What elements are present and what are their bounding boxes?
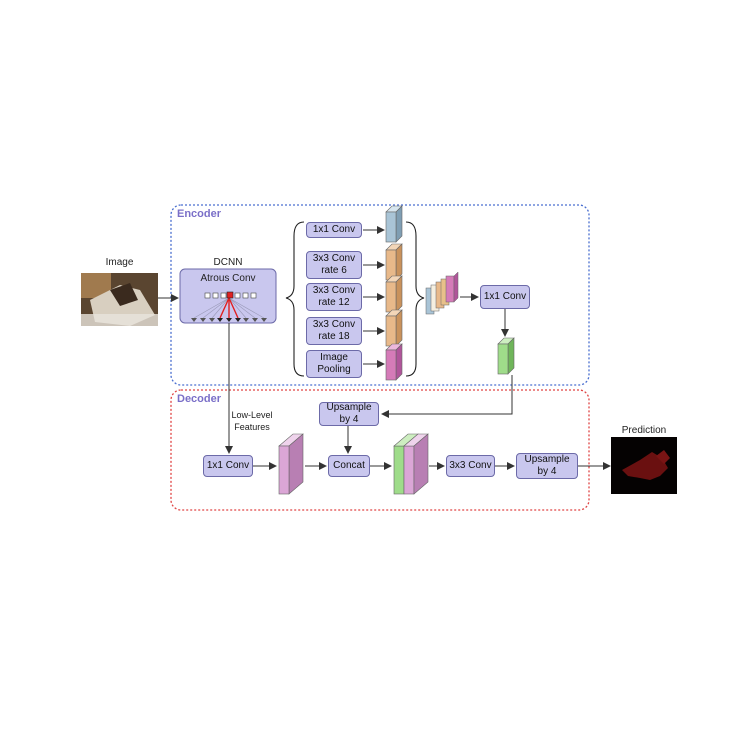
decoder-conv1x1-label: 1x1 Conv — [206, 460, 250, 471]
dcnn-label: DCNN — [213, 257, 243, 268]
input-image — [81, 273, 158, 326]
low-level-line2: Features — [234, 422, 270, 432]
decoder-conv1x1-box: 1x1 Conv — [203, 455, 253, 477]
arrow-encoder-to-upsample — [381, 375, 513, 418]
aspp-feature-orange-3 — [385, 309, 403, 347]
upsample1-line2: by 4 — [339, 414, 359, 425]
aspp-feature-magenta — [385, 343, 403, 381]
right-brace — [405, 221, 425, 377]
concat-label: Concat — [333, 460, 365, 471]
aspp-feature-orange-1 — [385, 243, 403, 281]
low-level-feature — [278, 433, 304, 495]
decoder-conv3x3-box: 3x3 Conv — [446, 455, 495, 477]
encoder-title: Encoder — [177, 208, 222, 220]
low-level-line1: Low-Level — [231, 410, 273, 420]
image-label: Image — [105, 257, 134, 268]
encoder-frame — [170, 204, 590, 386]
encoder-output-feature — [497, 337, 515, 375]
aspp-conv-rate12-line2: rate 12 — [318, 297, 350, 308]
aspp-conv1x1-box: 1x1 Conv — [306, 222, 362, 238]
decoder-conv3x3-label: 3x3 Conv — [449, 460, 492, 471]
aspp-feature-orange-2 — [385, 275, 403, 313]
decoder-frame — [170, 389, 590, 511]
aspp-conv-rate6-line2: rate 6 — [321, 265, 347, 276]
concat-box: Concat — [328, 455, 370, 477]
aspp-conv1x1-label: 1x1 Conv — [312, 224, 356, 235]
aspp-concat-stack — [425, 271, 459, 315]
upsample1-line1: Upsample — [326, 402, 372, 413]
prediction-image — [611, 437, 677, 494]
aspp-conv-rate12-line1: 3x3 Conv — [312, 285, 356, 296]
aspp-conv-rate6-line1: 3x3 Conv — [312, 253, 356, 264]
upsample2-line1: Upsample — [524, 454, 570, 465]
aspp-pooling-line1: Image — [320, 352, 348, 363]
prediction-label: Prediction — [621, 425, 667, 436]
concat-feature — [393, 433, 429, 495]
decoder-title: Decoder — [177, 393, 222, 405]
aspp-conv-rate18-line1: 3x3 Conv — [312, 319, 356, 330]
low-level-features-label: Low-Level Features — [222, 409, 282, 433]
encoder-conv1x1-label: 1x1 Conv — [483, 291, 527, 302]
upsample2-line2: by 4 — [537, 466, 557, 477]
aspp-feature-blue — [385, 205, 403, 243]
aspp-pooling-line2: Pooling — [317, 364, 351, 375]
encoder-conv1x1-box: 1x1 Conv — [480, 285, 530, 309]
atrous-conv-illustration — [191, 291, 267, 322]
atrous-conv-label: Atrous Conv — [200, 273, 256, 284]
left-brace — [285, 221, 305, 377]
aspp-conv-rate18-line2: rate 18 — [318, 331, 350, 342]
